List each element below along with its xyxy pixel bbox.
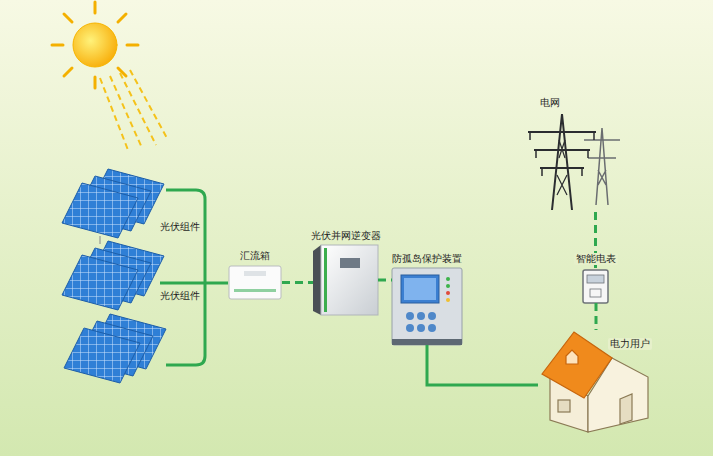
device-button [428, 312, 436, 320]
pv-panel-group [64, 314, 166, 383]
pv-panel [62, 255, 138, 310]
sunlight-beam [130, 70, 168, 140]
device-led [446, 277, 450, 281]
device-button [417, 312, 425, 320]
combiner-plate [244, 271, 266, 276]
device-button [406, 312, 414, 320]
meter-terminal [590, 289, 601, 297]
pv-panel [62, 183, 138, 238]
device-base [392, 339, 462, 345]
tower-legs [552, 114, 572, 210]
pv-panel-group [62, 169, 164, 244]
meter-screen [587, 275, 604, 283]
combiner-box-picture [229, 266, 281, 299]
inverter-front [321, 245, 378, 315]
device-label: 电力用户 [608, 338, 652, 350]
device-button [417, 324, 425, 332]
panel-wire [160, 190, 228, 365]
power-tower-back [584, 128, 620, 205]
sun-ray [118, 14, 126, 22]
tower-braces [557, 140, 567, 195]
inverter-display [340, 258, 360, 268]
device-label: 智能电表 [574, 253, 618, 265]
meter-body [583, 270, 608, 303]
panel-stand [100, 236, 101, 244]
anti-islanding-device-picture [392, 268, 462, 345]
connector [427, 345, 538, 385]
device-button [406, 324, 414, 332]
pv-panel [64, 328, 140, 383]
sun-ray [64, 68, 72, 76]
device-node: 光伏并网逆变器 [313, 245, 378, 315]
device-label: 电网 [538, 97, 562, 109]
sun-ray [52, 44, 63, 47]
house-door [620, 394, 632, 424]
pv-panel-group [62, 241, 164, 310]
device-node: 汇流箱 [228, 265, 282, 300]
device-led [446, 298, 450, 302]
device-node: 电网 [522, 112, 628, 212]
inverter-strip [324, 248, 327, 312]
connector [595, 303, 598, 330]
connector [282, 281, 313, 284]
device-screen [401, 275, 439, 303]
sun-ray [94, 2, 97, 13]
sun [52, 2, 138, 88]
sun-disc [73, 23, 117, 67]
smart-meter-picture [583, 270, 608, 303]
combiner-body [229, 266, 281, 299]
connector [378, 279, 392, 282]
component-label: 光伏组件 [160, 221, 200, 233]
tower-insulators [530, 132, 594, 176]
device-label: 光伏并网逆变器 [309, 230, 383, 242]
combiner-strip [234, 289, 276, 292]
house-window [558, 400, 570, 412]
device-button [428, 324, 436, 332]
power-tower [528, 114, 596, 210]
sun-ray [127, 44, 138, 47]
device-led [446, 284, 450, 288]
device-node: 防孤岛保护装置 [392, 268, 462, 345]
component-label: 光伏组件 [160, 290, 200, 302]
device-node: 智能电表 [581, 268, 610, 303]
tower-lattice [584, 128, 620, 205]
device-led [446, 291, 450, 295]
sunlight-beams [100, 70, 168, 150]
device-screen-inner [404, 278, 436, 300]
device-label: 汇流箱 [238, 250, 272, 262]
sun-ray [94, 77, 97, 88]
sun-ray [64, 14, 72, 22]
inverter-side [313, 245, 321, 315]
sunlight-beam [100, 78, 128, 150]
house-roof [542, 332, 612, 398]
house-icon [566, 350, 578, 364]
device-label: 防孤岛保护装置 [390, 253, 464, 265]
device-body [392, 268, 462, 345]
inverter-picture [313, 245, 378, 315]
device-node: 电力用户 [538, 330, 654, 432]
